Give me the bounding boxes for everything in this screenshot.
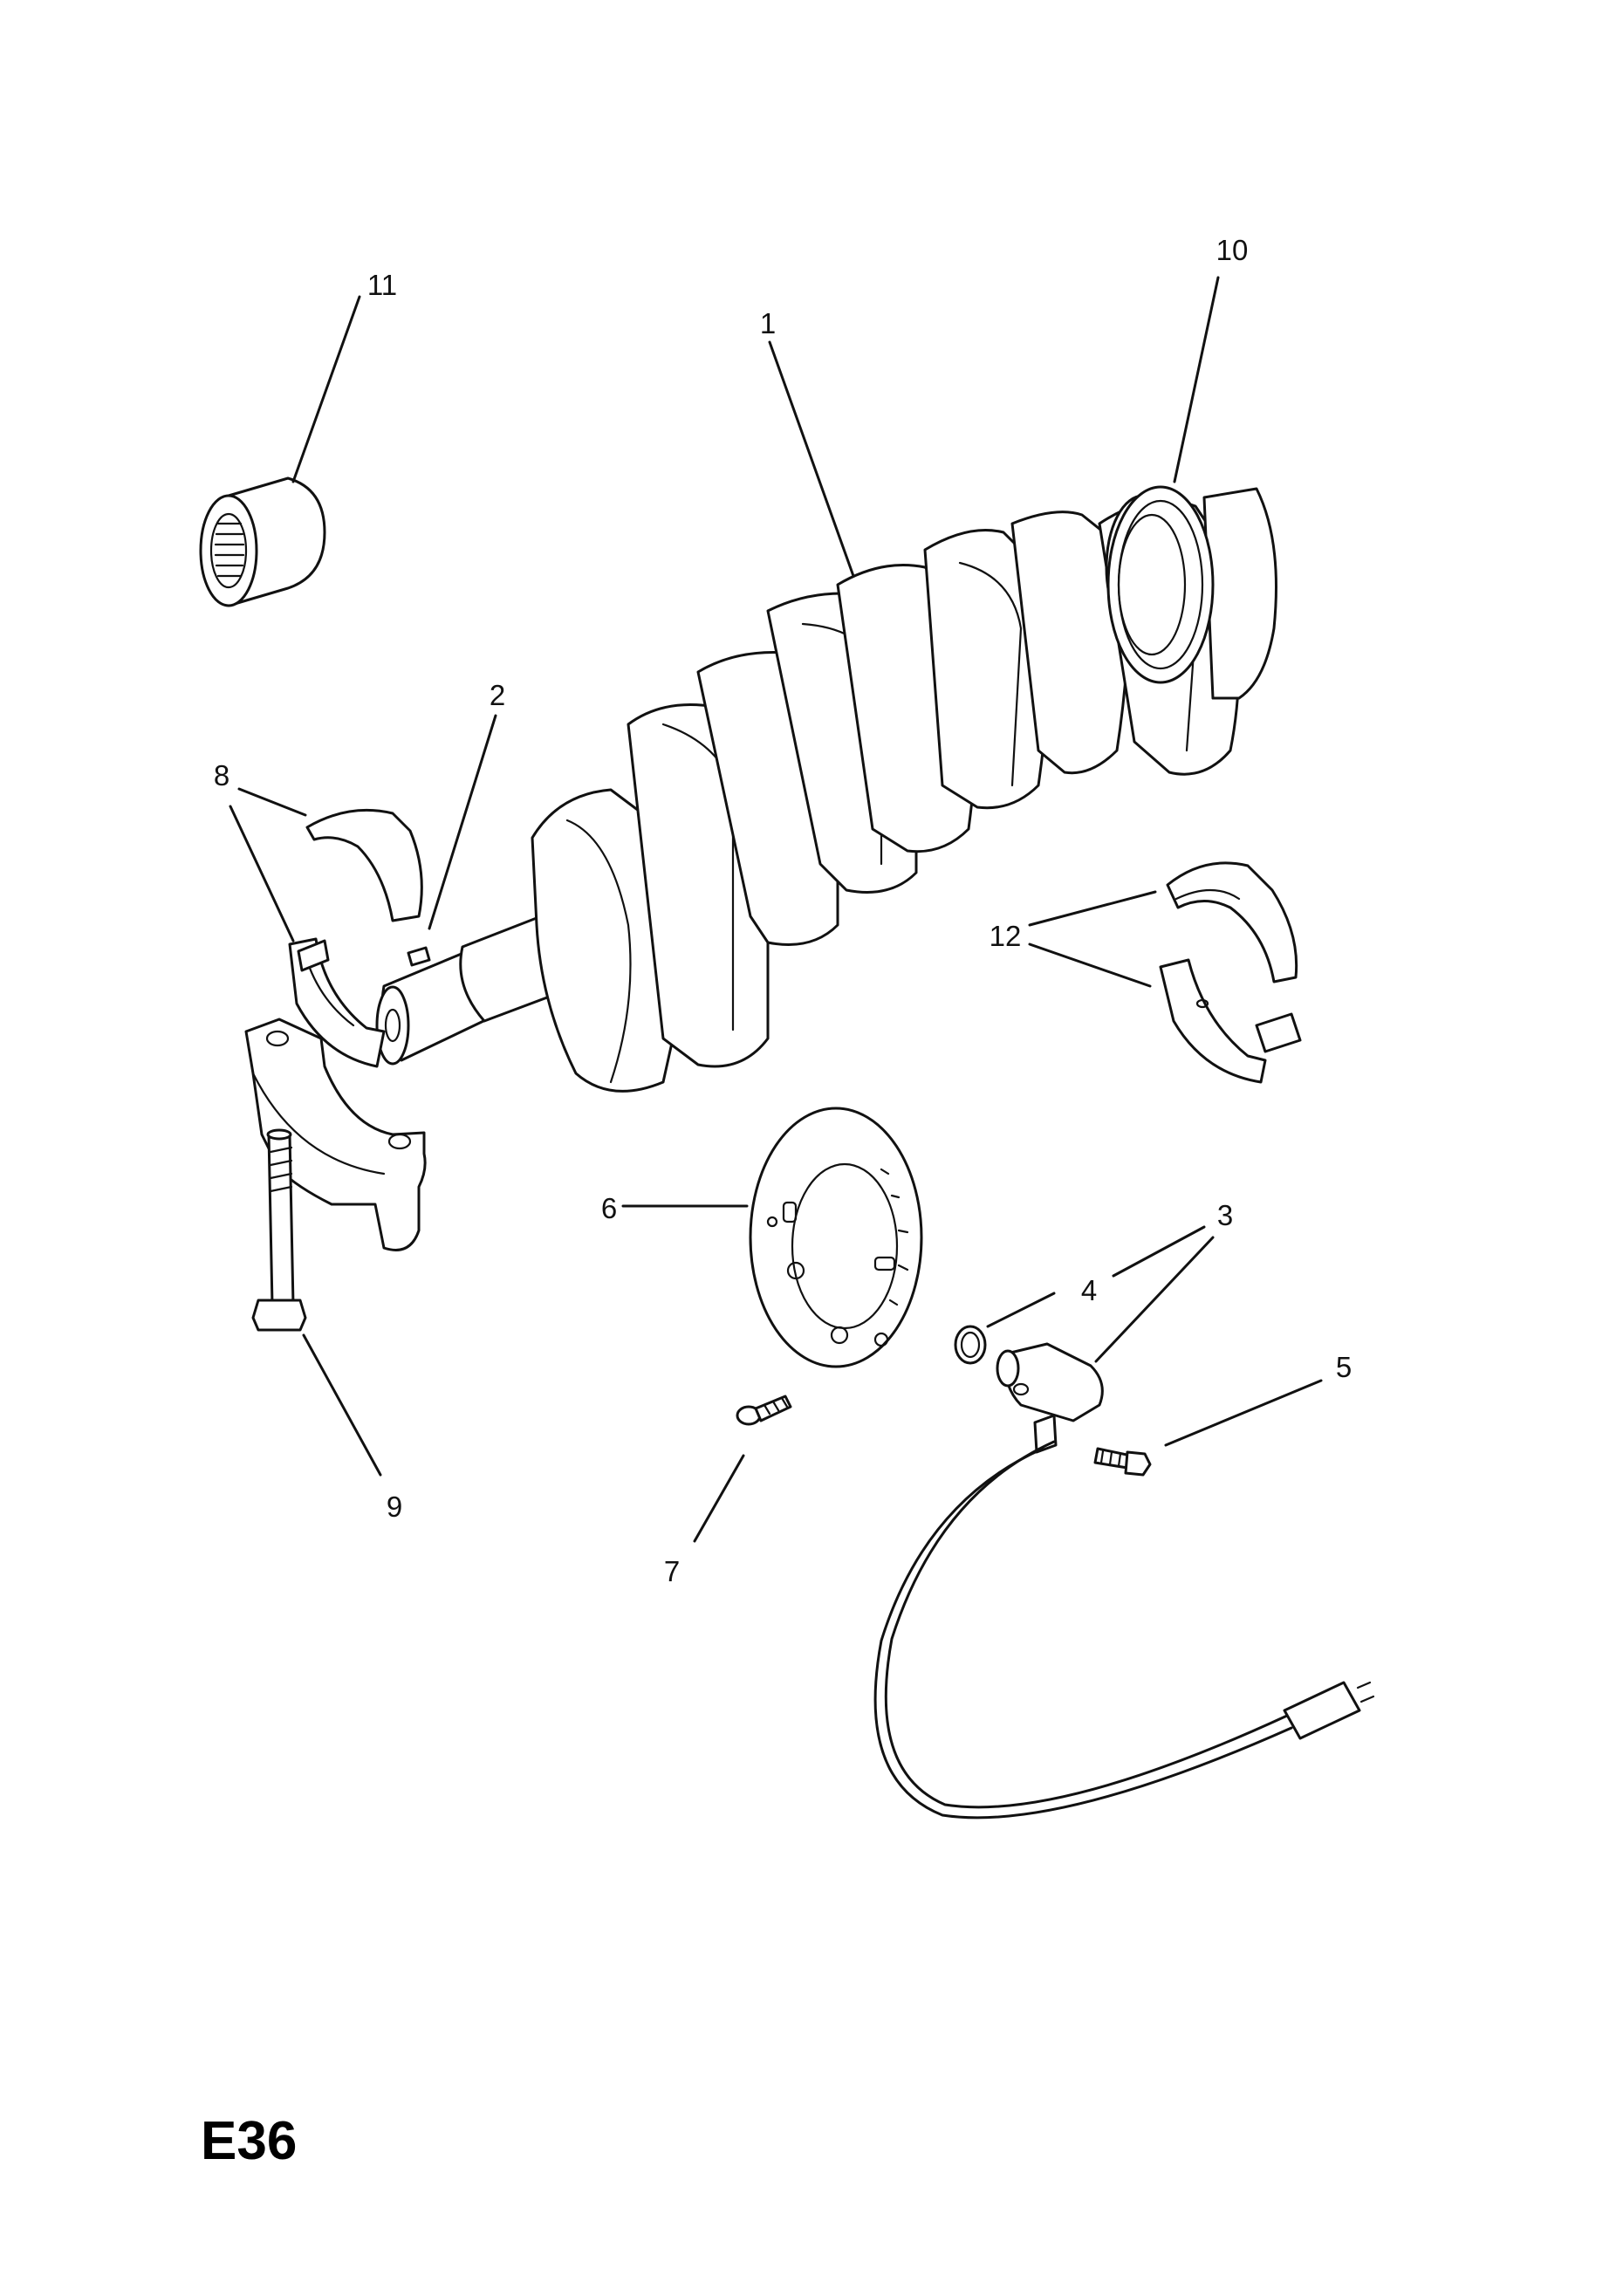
callout-2: 2	[490, 679, 505, 711]
part-5-bolt	[1093, 1447, 1152, 1477]
callout-3: 3	[1217, 1199, 1233, 1231]
part-9-bolt	[251, 1128, 307, 1332]
part-2-woodruff-key	[407, 946, 431, 967]
part-4-o-ring	[954, 1325, 987, 1365]
callout-1: 1	[760, 307, 776, 339]
part-12-bearing-shells	[1159, 861, 1302, 1084]
callout-9: 9	[387, 1491, 402, 1523]
callout-12: 12	[990, 920, 1022, 952]
part-7-screw	[736, 1395, 792, 1426]
callout-4: 4	[1081, 1274, 1097, 1306]
callout-5: 5	[1336, 1351, 1352, 1383]
leader-lines	[229, 276, 1323, 1543]
callout-6: 6	[601, 1192, 617, 1224]
callout-labels: 11 1 10 2 8 12 6 3 4 5 7 9	[214, 234, 1352, 1587]
part-6-reluctor-wheel	[749, 1107, 923, 1368]
page-code: E36	[201, 2111, 297, 2171]
callout-8: 8	[214, 759, 229, 792]
part-8-bearing-shells	[288, 808, 423, 1068]
main-bearing-cap	[244, 1018, 427, 1251]
part-10-flange-ring	[1106, 485, 1215, 684]
callout-11: 11	[367, 269, 397, 301]
part-3-crank-sensor	[873, 1342, 1375, 1820]
part-11-bushing	[199, 476, 326, 607]
callout-10: 10	[1216, 234, 1249, 266]
callout-7: 7	[664, 1555, 680, 1587]
